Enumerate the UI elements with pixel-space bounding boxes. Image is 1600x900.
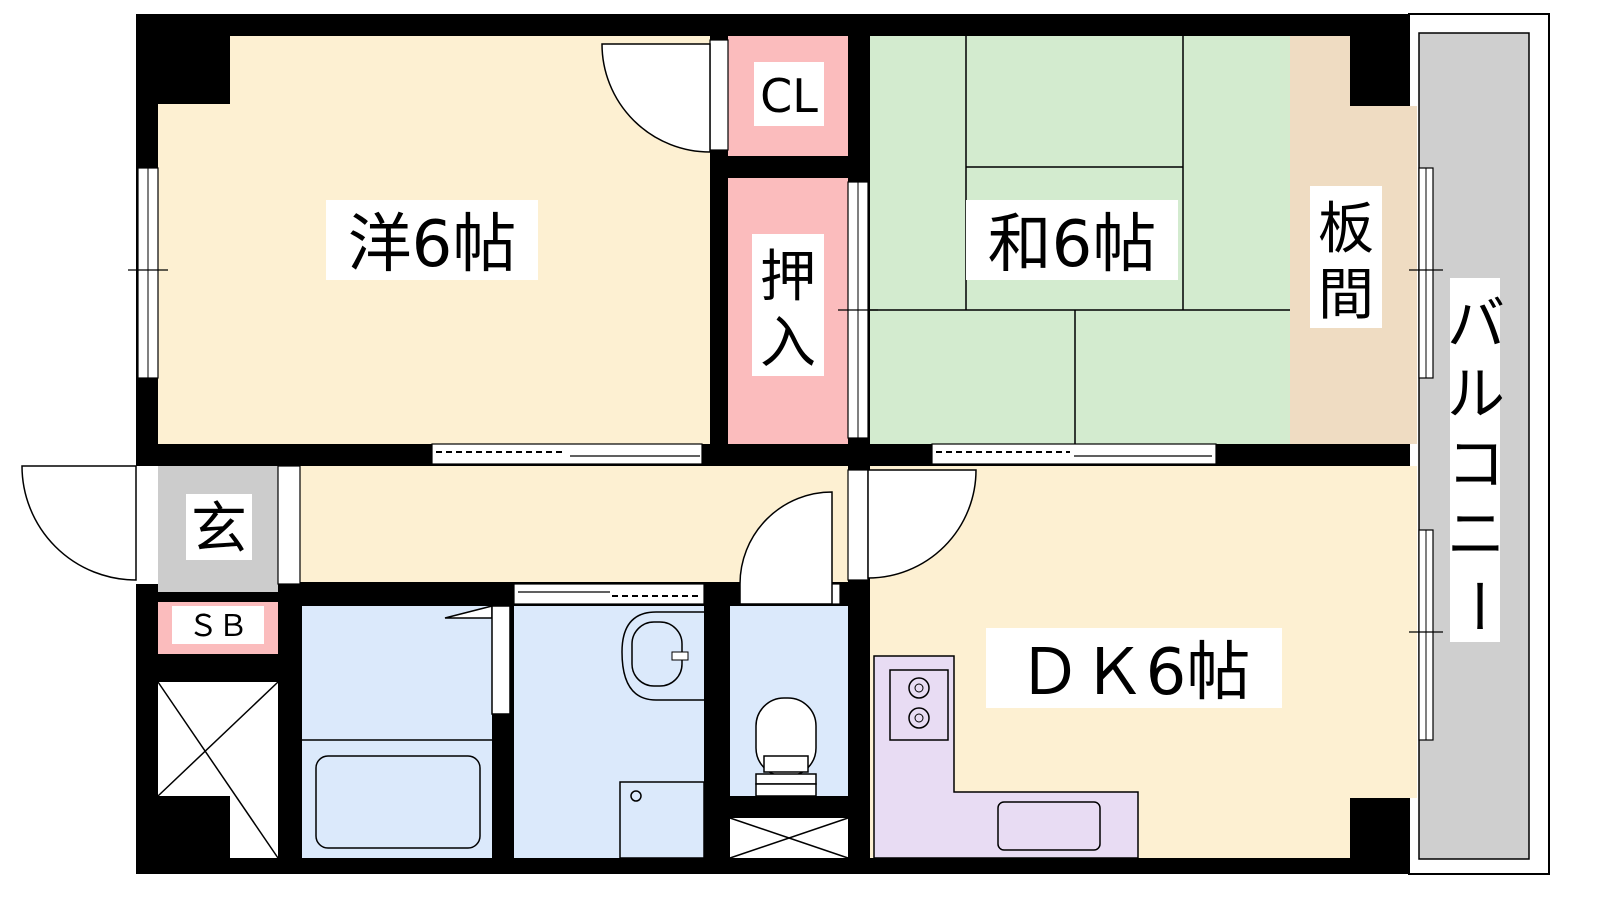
sliding-door-washroom xyxy=(513,583,705,605)
label-closet-text: CL xyxy=(760,69,818,123)
toilet-room xyxy=(730,606,848,797)
bathroom xyxy=(302,605,511,858)
sliding-door-japanese xyxy=(931,443,1217,465)
label-closet: CL xyxy=(754,62,824,126)
label-itama-bottom: 間 xyxy=(1318,263,1374,328)
stove-burners xyxy=(889,669,949,741)
door-toilet xyxy=(739,491,841,605)
storage-x xyxy=(157,681,279,859)
balcony xyxy=(1408,13,1550,875)
label-balcony-char-3: コ xyxy=(1447,430,1505,498)
washroom xyxy=(514,606,705,859)
window-itama xyxy=(1409,167,1443,379)
door-western-closet xyxy=(601,39,729,153)
label-shoe-box: ＳＢ xyxy=(172,606,264,644)
label-itama-top: 板 xyxy=(1318,197,1374,262)
label-oshiire-bottom: 入 xyxy=(760,311,816,376)
label-genkan: 玄 xyxy=(186,494,252,562)
label-dk: ＤＫ6帖 xyxy=(986,628,1282,710)
label-genkan-text: 玄 xyxy=(191,497,247,562)
label-itama: 板 間 xyxy=(1310,186,1382,328)
label-balcony-char-4: ニ xyxy=(1447,500,1505,568)
bathtub xyxy=(315,755,481,849)
label-oshiire-top: 押 xyxy=(760,245,816,310)
label-balcony-char-2: ル xyxy=(1447,360,1505,428)
washer-space xyxy=(619,781,705,859)
kitchen-sink xyxy=(997,801,1101,851)
entrance-door xyxy=(21,465,301,585)
label-western-text: 洋6帖 xyxy=(348,208,517,282)
label-oshiire: 押 入 xyxy=(752,234,824,376)
storage-lower xyxy=(729,817,849,859)
sliding-door-western xyxy=(431,443,703,465)
label-japanese-text: 和6帖 xyxy=(988,208,1157,282)
label-balcony-char-1: バ xyxy=(1447,290,1505,358)
label-japanese: 和6帖 xyxy=(966,200,1178,282)
label-western: 洋6帖 xyxy=(326,200,538,282)
toilet-fixture xyxy=(755,697,817,797)
label-balcony: バ ル コ ニ ー xyxy=(1444,290,1512,635)
window-west xyxy=(128,167,168,379)
wash-basin xyxy=(621,611,704,701)
window-oshiire-side xyxy=(838,181,878,439)
label-shoe-box-text: ＳＢ xyxy=(188,609,248,644)
window-dk xyxy=(1409,529,1443,741)
label-balcony-char-5: ー xyxy=(1444,577,1512,635)
label-dk-text: ＤＫ6帖 xyxy=(1018,636,1251,710)
door-dk xyxy=(847,469,977,581)
